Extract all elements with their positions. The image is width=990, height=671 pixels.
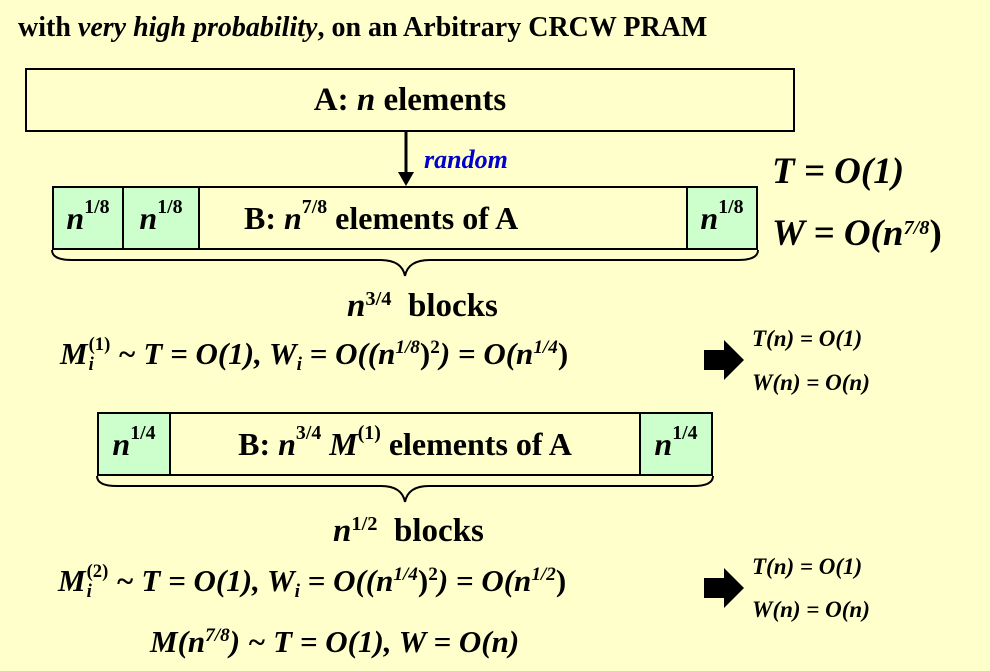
b2-exp: 3/4 [295,421,322,444]
random-label: random [424,145,508,174]
subtitle: with very high probability, on an Arbitr… [18,12,707,44]
b1-exp: 7/8 [301,195,328,218]
blocks-2-word: blocks [393,513,484,549]
level-1-wsub: i [296,353,302,375]
blocks-2-var: n [333,513,352,549]
level-2-m: M [58,563,86,598]
down-arrow-icon [398,132,414,186]
level-1-sq: 2 [430,337,440,359]
level-1-end: ) [557,336,569,371]
level-2-result-t: T(n) = O(1) [752,554,863,579]
b2-label: B: [238,425,271,462]
blocks-1-word: blocks [407,288,498,324]
array-a-box: A: n elements [25,68,795,132]
b2-m: M [329,425,358,462]
blocks-1-var: n [347,288,366,324]
level-2-eq3: ) = O(n [437,563,532,598]
blocks-2-label: n1/2 blocks [333,513,484,550]
b2-cell-1-exp: 1/4 [130,421,156,444]
subtitle-suffix: , on an Arbitrary CRCW PRAM [317,12,708,43]
level-2-end: ) [555,563,567,598]
subtitle-prefix: with [18,12,71,43]
level-2-eq1: = O((n [299,563,394,598]
b1-cell-1-exp: 1/8 [84,195,110,218]
blocks-1-exp: 3/4 [365,287,392,310]
level-1-exp2: 1/4 [533,337,558,359]
level-1-m: M [60,336,88,371]
array-a-rest: elements [383,81,507,118]
array-a-var: n [356,81,376,118]
blocks-1-label: n3/4 blocks [347,288,498,325]
work-formula-suffix: ) [929,213,942,254]
work-formula: W = O(n7/8) [772,212,942,255]
level-2-sup: (2) [86,561,109,583]
work-formula-exp: 7/8 [903,216,930,239]
blocks-2-exp: 1/2 [351,512,378,535]
subtitle-emphasis: very high probability [77,12,318,43]
final-prefix: M(n [150,624,206,659]
level-1-sub: i [88,353,94,375]
level-1-exp1: 1/8 [395,337,420,359]
b2-msup: (1) [357,421,381,444]
level-1-result-w: W(n) = O(n) [752,370,870,395]
b2-var: n [278,425,296,462]
level-1-eq3: ) = O(n [439,336,534,371]
b2-cell-2-exp: 1/4 [672,421,698,444]
b1-cell-2-exp: 1/8 [157,195,183,218]
level-2-eq2: ) [417,563,429,598]
final-formula: M(n7/8) ~ T = O(1), W = O(n) [150,624,519,660]
brace-1 [51,249,759,277]
level-1-mid: ~ T = O(1), W [110,336,297,371]
level-1-eq1: = O((n [301,336,396,371]
array-a-label: A: [313,81,349,118]
level-2-exp2: 1/2 [531,564,556,586]
level-2-sub: i [86,580,92,602]
final-suffix: ) ~ T = O(1), W = O(n) [229,624,520,659]
final-exp: 7/8 [205,625,230,647]
level-2-formula: M(2)i ~ T = O(1), Wi = O((n1/4)2) = O(n1… [58,561,567,603]
level-1-result-t: T(n) = O(1) [752,326,863,351]
level-2-mid: ~ T = O(1), W [108,563,295,598]
implies-arrow-1-icon [704,340,744,380]
b1-label: B: [244,199,276,236]
b1-var: n [284,199,302,236]
brace-2 [96,475,714,503]
level-2-exp1: 1/4 [393,564,418,586]
b1-rest: elements of A [335,199,519,236]
time-formula: T = O(1) [772,151,905,192]
work-formula-prefix: W = O(n [772,213,904,254]
level-1-eq2: ) [419,336,431,371]
level-1-formula: M(1)i ~ T = O(1), Wi = O((n1/8)2) = O(n1… [60,334,569,376]
level-2-result-w: W(n) = O(n) [752,597,870,622]
implies-arrow-2-icon [704,568,744,608]
level-2-wsub: i [294,580,300,602]
b1-cell-3-exp: 1/8 [718,195,744,218]
b2-rest: elements of A [388,425,572,462]
level-1-sup: (1) [88,334,111,356]
level-2-sq: 2 [428,564,438,586]
